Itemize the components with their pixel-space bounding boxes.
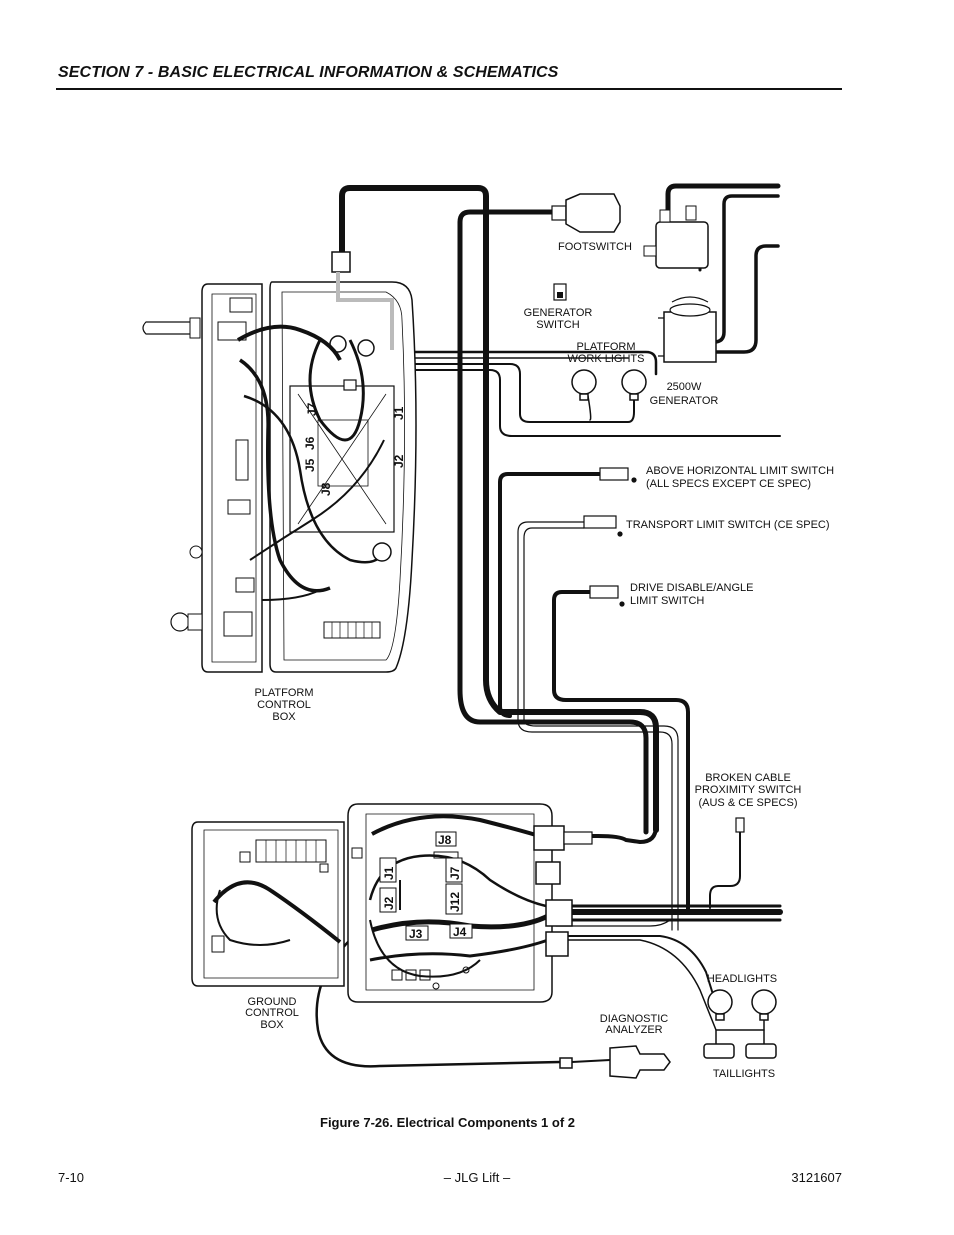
label-above-horizontal-2: (ALL SPECS EXCEPT CE SPEC)	[646, 478, 811, 490]
label-broken-cable-1: BROKEN CABLE	[705, 772, 791, 784]
platform-connector-labels: J7 J6 J5 J8 J1 J2	[303, 402, 406, 496]
label-platform-box-1: PLATFORM	[254, 687, 313, 699]
connector-label-j2: J2	[382, 896, 396, 910]
head-and-tail-lights	[703, 989, 777, 1059]
label-drive-disable-2: LIMIT SWITCH	[630, 595, 704, 607]
label-broken-cable-2: PROXIMITY SWITCH	[695, 784, 802, 796]
connector-label-j7: J7	[305, 402, 319, 416]
label-headlights: HEADLIGHTS	[707, 973, 777, 985]
label-work-lights-2: WORK LIGHTS	[567, 353, 644, 365]
connector-label-j8: J8	[319, 482, 333, 496]
label-ground-box-2: CONTROL	[245, 1007, 299, 1019]
label-diagnostic-2: ANALYZER	[605, 1024, 662, 1036]
label-generator-1: 2500W	[667, 381, 702, 393]
connector-label-j1: J1	[382, 866, 396, 880]
footswitch-part	[551, 193, 621, 233]
figure-caption: Figure 7-26. Electrical Components 1 of …	[320, 1115, 576, 1130]
ground-connector-labels: J8 J1 J7 J2 J12 J3 J4	[379, 831, 473, 941]
component-labels: FOOTSWITCH GENERATOR SWITCH PLATFORM WOR…	[245, 241, 834, 1080]
connector-label-j2: J2	[392, 454, 406, 468]
document-number: 3121607	[791, 1170, 842, 1185]
label-work-lights-1: PLATFORM	[576, 341, 635, 353]
connector-label-j3: J3	[409, 927, 423, 941]
header-rule	[56, 88, 842, 90]
connector-label-j6: J6	[303, 436, 317, 450]
page-number: 7-10	[58, 1170, 85, 1185]
label-ground-box-3: BOX	[260, 1019, 284, 1031]
main-harness-cables	[315, 183, 783, 1068]
limit-switches	[583, 467, 745, 833]
platform-work-lights	[571, 369, 647, 401]
connector-label-j7: J7	[448, 866, 462, 880]
connector-label-j8: J8	[438, 833, 452, 847]
label-transport-limit: TRANSPORT LIMIT SWITCH (CE SPEC)	[626, 519, 830, 531]
label-broken-cable-3: (AUS & CE SPECS)	[698, 797, 797, 809]
label-ground-box-1: GROUND	[248, 996, 297, 1008]
label-generator-switch-2: SWITCH	[536, 319, 579, 331]
platform-control-box	[142, 251, 417, 673]
footer-center: – JLG Lift –	[443, 1170, 511, 1185]
diagnostic-analyzer-part	[559, 1045, 671, 1079]
label-platform-box-3: BOX	[272, 711, 296, 723]
connector-label-j12: J12	[448, 892, 462, 912]
label-above-horizontal-1: ABOVE HORIZONTAL LIMIT SWITCH	[646, 465, 834, 477]
connector-label-j1: J1	[392, 406, 406, 420]
label-footswitch: FOOTSWITCH	[558, 241, 632, 253]
connector-label-j5: J5	[303, 458, 317, 472]
label-drive-disable-1: DRIVE DISABLE/ANGLE	[630, 582, 754, 594]
section-title: SECTION 7 - BASIC ELECTRICAL INFORMATION…	[58, 64, 559, 81]
generator-switch-part	[553, 283, 567, 301]
label-taillights: TAILLIGHTS	[713, 1068, 775, 1080]
label-diagnostic-1: DIAGNOSTIC	[600, 1013, 669, 1025]
label-generator-2: GENERATOR	[650, 395, 719, 407]
label-generator-switch-1: GENERATOR	[524, 307, 593, 319]
generator-unit	[643, 205, 717, 363]
label-platform-box-2: CONTROL	[257, 699, 311, 711]
connector-label-j4: J4	[453, 925, 467, 939]
